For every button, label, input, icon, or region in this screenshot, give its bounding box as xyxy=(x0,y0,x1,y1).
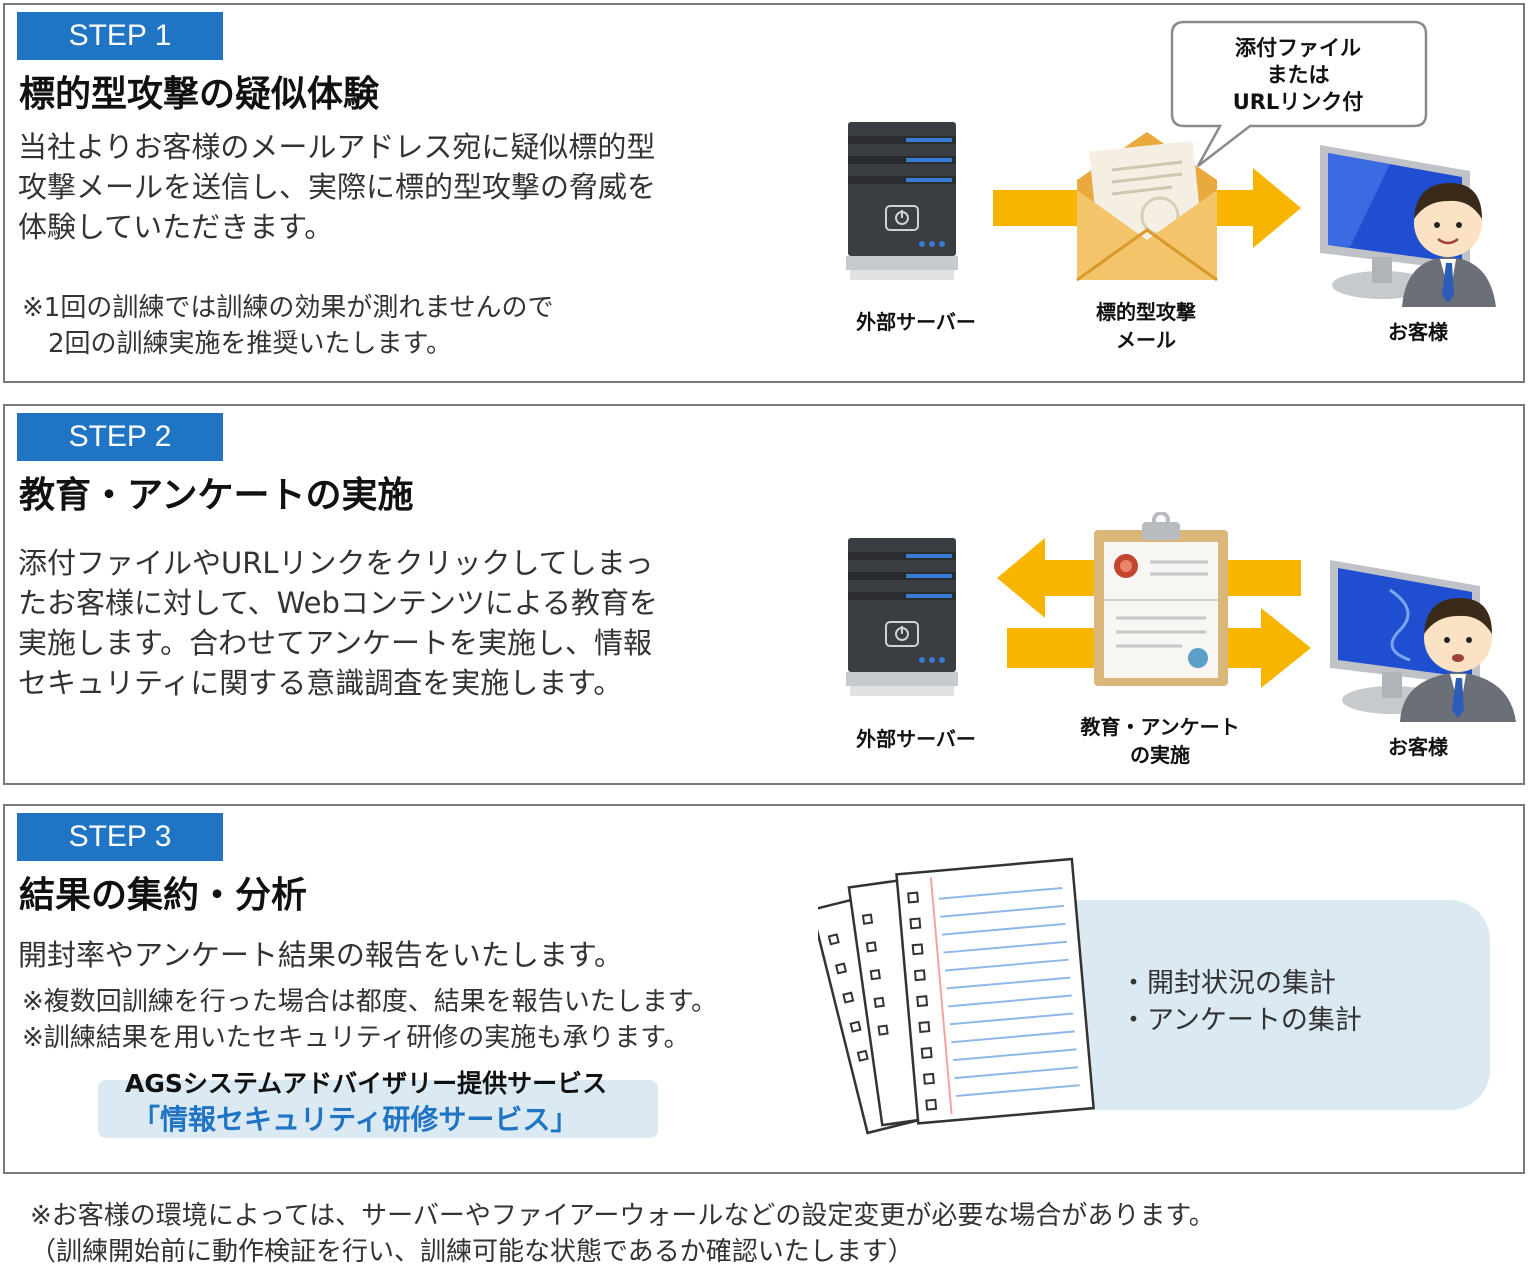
documents-icon xyxy=(818,857,1095,1135)
step1-note-line: ※1回の訓練では訓練の効果が測れませんので xyxy=(22,293,554,323)
step1-note-line: 2回の訓練実施を推奨いたします。 xyxy=(22,329,452,359)
step2-body: 添付ファイルやURLリンクをクリックしてしまっ たお客様に対して、Webコンテン… xyxy=(18,543,658,703)
result-item: ・開封状況の集計 xyxy=(1120,968,1336,999)
step3-body: 開封率やアンケート結果の報告をいたします。 xyxy=(18,935,623,975)
step3-body-line: 開封率やアンケート結果の報告をいたします。 xyxy=(18,938,623,972)
server-icon xyxy=(846,538,958,696)
step3-note-line: ※訓練結果を用いたセキュリティ研修の実施も承ります。 xyxy=(22,1023,690,1053)
step2-body-line: 実施します。合わせてアンケートを実施し、情報 xyxy=(18,626,652,660)
service-name[interactable]: 「情報セキュリティ研修サービス」 xyxy=(132,1103,579,1136)
customer-label: お客様 xyxy=(1388,735,1448,759)
envelope-icon xyxy=(1076,132,1218,282)
step2-body-line: セキュリティに関する意識調査を実施します。 xyxy=(18,666,623,700)
footer-line: （訓練開始前に動作検証を行い、訓練可能な状態であるか確認いたします） xyxy=(30,1237,914,1267)
speech-bubble-icon xyxy=(1170,20,1428,167)
service-highlight xyxy=(98,1080,658,1138)
result-item: ・アンケートの集計 xyxy=(1120,1005,1362,1036)
clipboard-icon xyxy=(1094,512,1228,686)
step3-badge: STEP 3 xyxy=(17,813,223,861)
step1-body-line: 体験していただきます。 xyxy=(18,210,334,244)
step3-note-line: ※複数回訓練を行った場合は都度、結果を報告いたします。 xyxy=(22,987,718,1017)
step2-title: 教育・アンケートの実施 xyxy=(19,475,414,516)
server-label: 外部サーバー xyxy=(856,310,976,334)
footer-line: ※お客様の環境によっては、サーバーやファイアーウォールなどの設定変更が必要な場合… xyxy=(30,1201,1215,1231)
step2-body-line: たお客様に対して、Webコンテンツによる教育を xyxy=(18,586,659,620)
step2-body-line: 添付ファイルやURLリンクをクリックしてしまっ xyxy=(18,546,654,580)
server-label: 外部サーバー xyxy=(856,727,976,751)
step1-badge: STEP 1 xyxy=(17,12,223,60)
step2-badge: STEP 2 xyxy=(17,413,223,461)
step1-body: 当社よりお客様のメールアドレス宛に疑似標的型 攻撃メールを送信し、実際に標的型攻… xyxy=(18,127,656,247)
mail-label-line: メール xyxy=(1116,328,1176,352)
bubble-line: または xyxy=(1266,63,1330,87)
step1-body-line: 当社よりお客様のメールアドレス宛に疑似標的型 xyxy=(18,130,656,164)
survey-label-line: の実施 xyxy=(1130,743,1190,767)
step3-title: 結果の集約・分析 xyxy=(19,875,308,916)
footer-note: ※お客様の環境によっては、サーバーやファイアーウォールなどの設定変更が必要な場合… xyxy=(30,1198,1215,1270)
bubble-text: 添付ファイル または URLリンク付 xyxy=(1198,35,1398,116)
customer-computer-icon xyxy=(1330,560,1516,722)
mail-label: 標的型攻撃 メール xyxy=(1066,298,1226,354)
step1-title: 標的型攻撃の疑似体験 xyxy=(19,74,380,115)
step3-note: ※複数回訓練を行った場合は都度、結果を報告いたします。 ※訓練結果を用いたセキュ… xyxy=(22,984,717,1056)
step1-body-line: 攻撃メールを送信し、実際に標的型攻撃の脅威を xyxy=(18,170,657,204)
bubble-line: 添付ファイル xyxy=(1235,36,1361,60)
result-list: ・開封状況の集計 ・アンケートの集計 xyxy=(1120,965,1362,1039)
step1-note: ※1回の訓練では訓練の効果が測れませんので 2回の訓練実施を推奨いたします。 xyxy=(22,290,554,362)
customer-label: お客様 xyxy=(1388,320,1448,344)
server-icon xyxy=(846,122,958,280)
survey-label-line: 教育・アンケート xyxy=(1080,715,1240,739)
survey-label: 教育・アンケート の実施 xyxy=(1055,713,1265,769)
bubble-line: URLリンク付 xyxy=(1232,90,1364,114)
mail-label-line: 標的型攻撃 xyxy=(1096,300,1196,324)
service-provider: AGSシステムアドバイザリー提供サービス xyxy=(125,1069,608,1098)
customer-computer-icon xyxy=(1320,145,1496,307)
